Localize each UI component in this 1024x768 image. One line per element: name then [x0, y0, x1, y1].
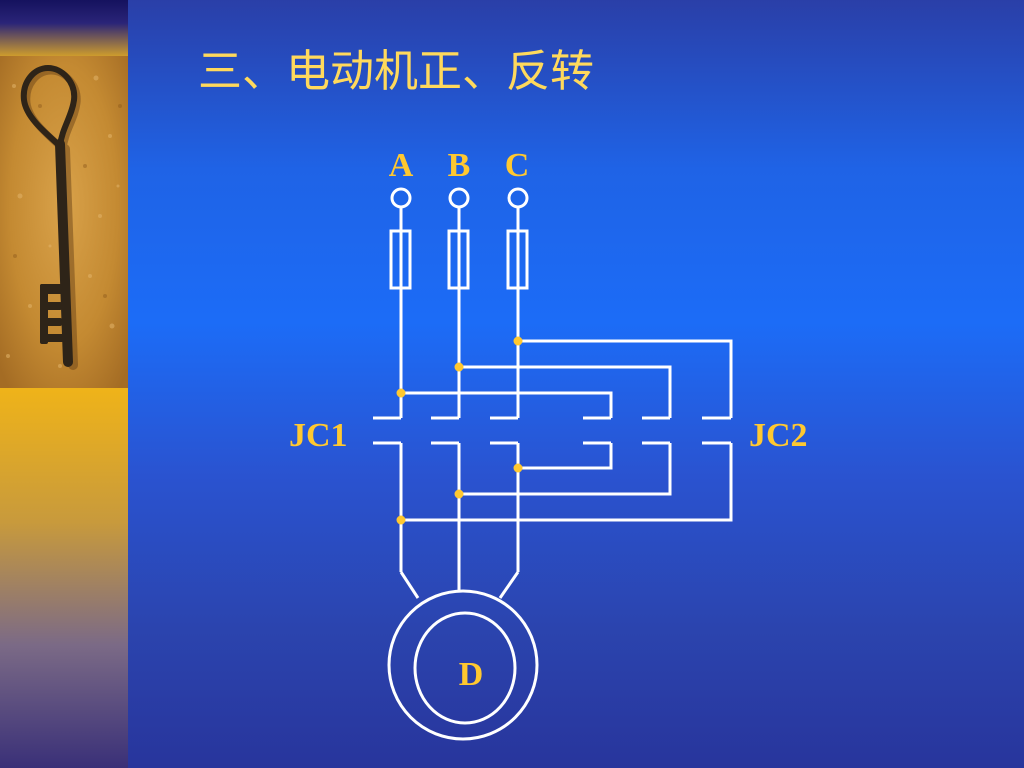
return-jc2-to-c: [518, 443, 613, 470]
key-photo: [0, 56, 128, 388]
slide-title: 三、电动机正、反转: [198, 46, 594, 97]
jc2-contacts: [583, 416, 731, 445]
contactor-jc2-label: JC2: [749, 417, 808, 454]
terminal-a: [390, 187, 412, 209]
fuse-c: [506, 229, 529, 290]
crossover-b-to-jc2: [459, 365, 672, 418]
crossover-c-to-jc2: [518, 339, 733, 418]
fuse-a: [389, 229, 412, 290]
contactor-jc1-label: JC1: [289, 417, 348, 454]
terminal-c: [507, 187, 529, 209]
phase-label-c: C: [505, 147, 530, 184]
crossover-a-to-jc2: [401, 391, 613, 418]
fuse-b: [447, 229, 470, 290]
motor-label: D: [459, 656, 484, 693]
jc1-contacts: [373, 416, 518, 445]
junction-dots: [396, 336, 523, 525]
terminal-b: [448, 187, 470, 209]
return-jc2-to-a: [401, 443, 733, 522]
phase-label-b: B: [448, 147, 471, 184]
motor-symbol: [387, 589, 539, 741]
return-jc2-to-b: [459, 443, 672, 496]
phase-label-a: A: [389, 147, 414, 184]
